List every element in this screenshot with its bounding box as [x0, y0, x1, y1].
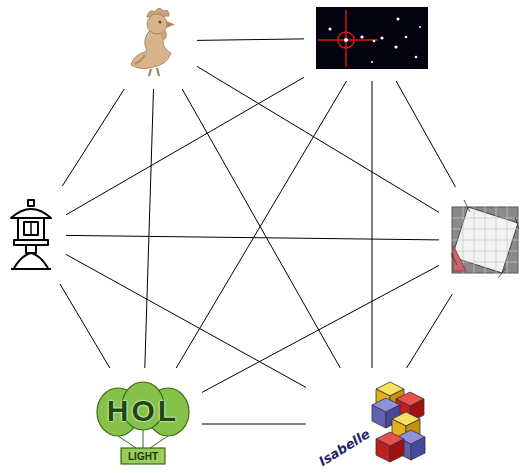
connector-line	[62, 89, 124, 186]
connector-line	[145, 89, 154, 368]
logo-node: HOL LIGHT	[96, 380, 190, 468]
connector-line	[66, 77, 304, 215]
connector-line	[60, 284, 110, 368]
connector-line	[407, 294, 453, 368]
logo-node	[451, 199, 520, 282]
connector-line	[176, 81, 346, 368]
logo-node: Isabelle	[318, 380, 426, 468]
logo-node	[125, 5, 185, 77]
lantern-logo	[8, 198, 54, 272]
connector-line	[372, 81, 373, 368]
logo-node	[8, 198, 54, 272]
connector-line	[202, 265, 439, 392]
logo-word: Isabelle	[317, 427, 373, 469]
connector-line	[66, 235, 439, 240]
logo-word: HOL	[107, 394, 179, 427]
rooster-logo	[125, 5, 185, 77]
logo-subword: LIGHT	[128, 451, 158, 462]
starfield-logo	[316, 7, 428, 69]
squares-logo	[451, 199, 520, 282]
connector-line	[396, 81, 455, 187]
connector-line	[197, 39, 304, 41]
connector-line	[197, 66, 439, 212]
connector-line	[66, 254, 306, 387]
connector-line	[202, 424, 306, 425]
logo-node	[316, 7, 428, 69]
